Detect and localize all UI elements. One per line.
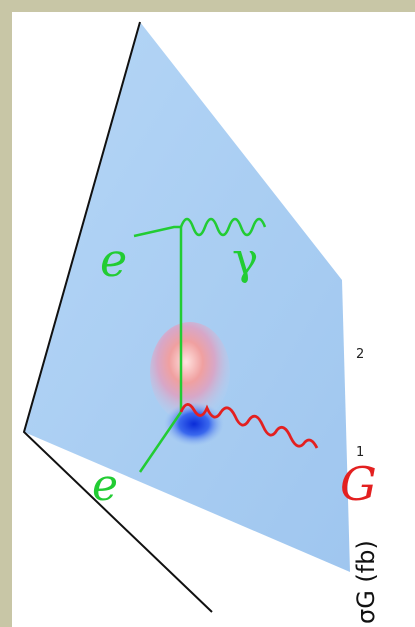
figure-canvas: e e γ G 2 1 σG (fb)	[12, 12, 415, 627]
graviton-line	[179, 403, 319, 449]
electron-line-top	[133, 225, 181, 238]
feynman-diagram: e e γ G 2 1 σG (fb)	[22, 21, 380, 624]
electron-line-bottom	[138, 411, 183, 473]
photon-label: γ	[232, 234, 258, 285]
electron-label-bottom: e	[92, 460, 118, 511]
axis-tick-1: 1	[356, 445, 364, 460]
interaction-blob	[150, 322, 230, 422]
axis-tick-2: 2	[356, 347, 364, 362]
axis-ylabel: σG (fb)	[352, 540, 380, 624]
interaction-plane	[24, 22, 350, 572]
electron-label-top: e	[100, 233, 127, 287]
plane-edge-left	[22, 21, 213, 613]
photon-line	[179, 217, 267, 237]
graviton-label: G	[340, 457, 377, 511]
